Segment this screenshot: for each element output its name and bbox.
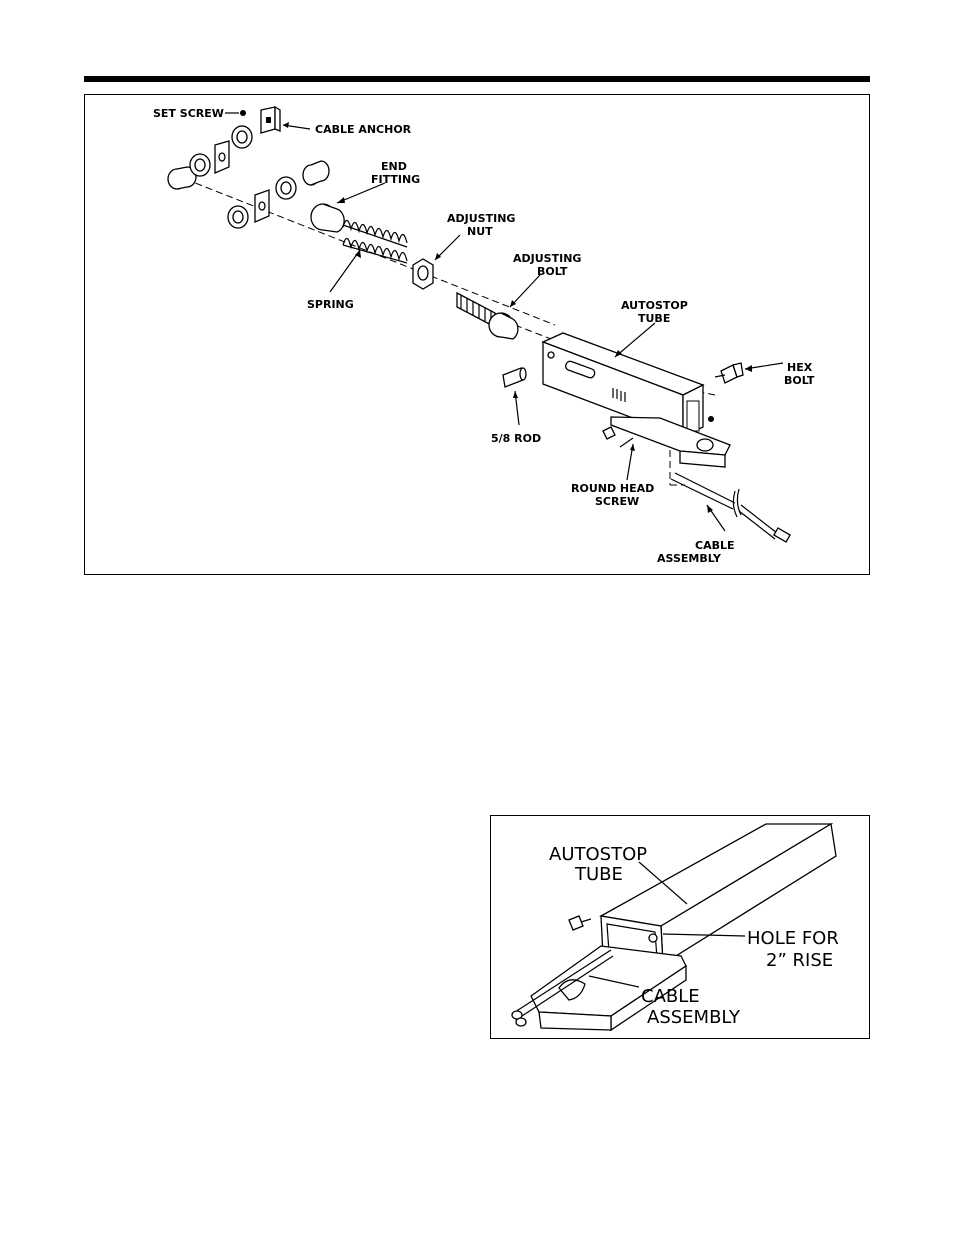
spring: [330, 220, 407, 292]
label-set-screw: SET SCREW: [153, 107, 224, 120]
cable-assembly: [671, 473, 790, 542]
label-hex-bolt-2: BOLT: [784, 374, 815, 387]
exploded-view-figure: SET SCREW CABLE ANCHOR END FITTING ADJUS…: [84, 94, 870, 575]
label-adjusting-nut-1: ADJUSTING: [447, 212, 515, 225]
label-cable-anchor: CABLE ANCHOR: [315, 123, 412, 136]
label-hex-bolt-1: HEX: [787, 361, 813, 374]
label-round-head-screw-2: SCREW: [595, 495, 639, 508]
label-round-head-screw-1: ROUND HEAD: [571, 482, 654, 495]
hex-bolt: [715, 363, 783, 383]
label-cable-assembly-1: CABLE: [641, 986, 700, 1007]
label-autostop-tube-1: AUTOSTOP: [549, 844, 647, 865]
label-rod: 5/8 ROD: [491, 432, 541, 445]
washer-2: [232, 126, 252, 148]
label-autostop-tube-2: TUBE: [638, 312, 670, 325]
top-rule: [84, 76, 870, 82]
label-hole-2: 2” RISE: [766, 950, 833, 971]
bushing-2: [303, 161, 329, 185]
rod: [503, 368, 526, 425]
label-cable-assembly-2: ASSEMBLY: [657, 552, 722, 565]
label-adjusting-nut-2: NUT: [467, 225, 493, 238]
label-adjusting-bolt-1: ADJUSTING: [513, 252, 581, 265]
cable-anchor: [261, 107, 310, 133]
square-washer-1: [215, 141, 229, 173]
label-end-fitting-2: FITTING: [371, 173, 420, 186]
label-hole-1: HOLE FOR: [747, 928, 839, 949]
label-cable-assembly-2: ASSEMBLY: [647, 1007, 741, 1028]
adjusting-nut: [413, 235, 460, 289]
round-head-screw: [603, 427, 635, 480]
washer-4: [276, 177, 296, 199]
label-cable-assembly-1: CABLE: [695, 539, 735, 552]
set-screw: [225, 110, 246, 116]
round-head-screw: [569, 916, 591, 930]
washer-3: [228, 206, 248, 228]
square-washer-2: [255, 190, 269, 222]
label-end-fitting-1: END: [381, 160, 407, 173]
detail-figure: AUTOSTOP TUBE HOLE FOR 2” RISE CABLE ASS…: [490, 815, 870, 1039]
washer-1: [190, 154, 210, 176]
end-fitting: [311, 183, 385, 232]
label-spring: SPRING: [307, 298, 354, 311]
label-adjusting-bolt-2: BOLT: [537, 265, 568, 278]
label-autostop-tube-1: AUTOSTOP: [621, 299, 688, 312]
label-autostop-tube-2: TUBE: [574, 864, 623, 885]
